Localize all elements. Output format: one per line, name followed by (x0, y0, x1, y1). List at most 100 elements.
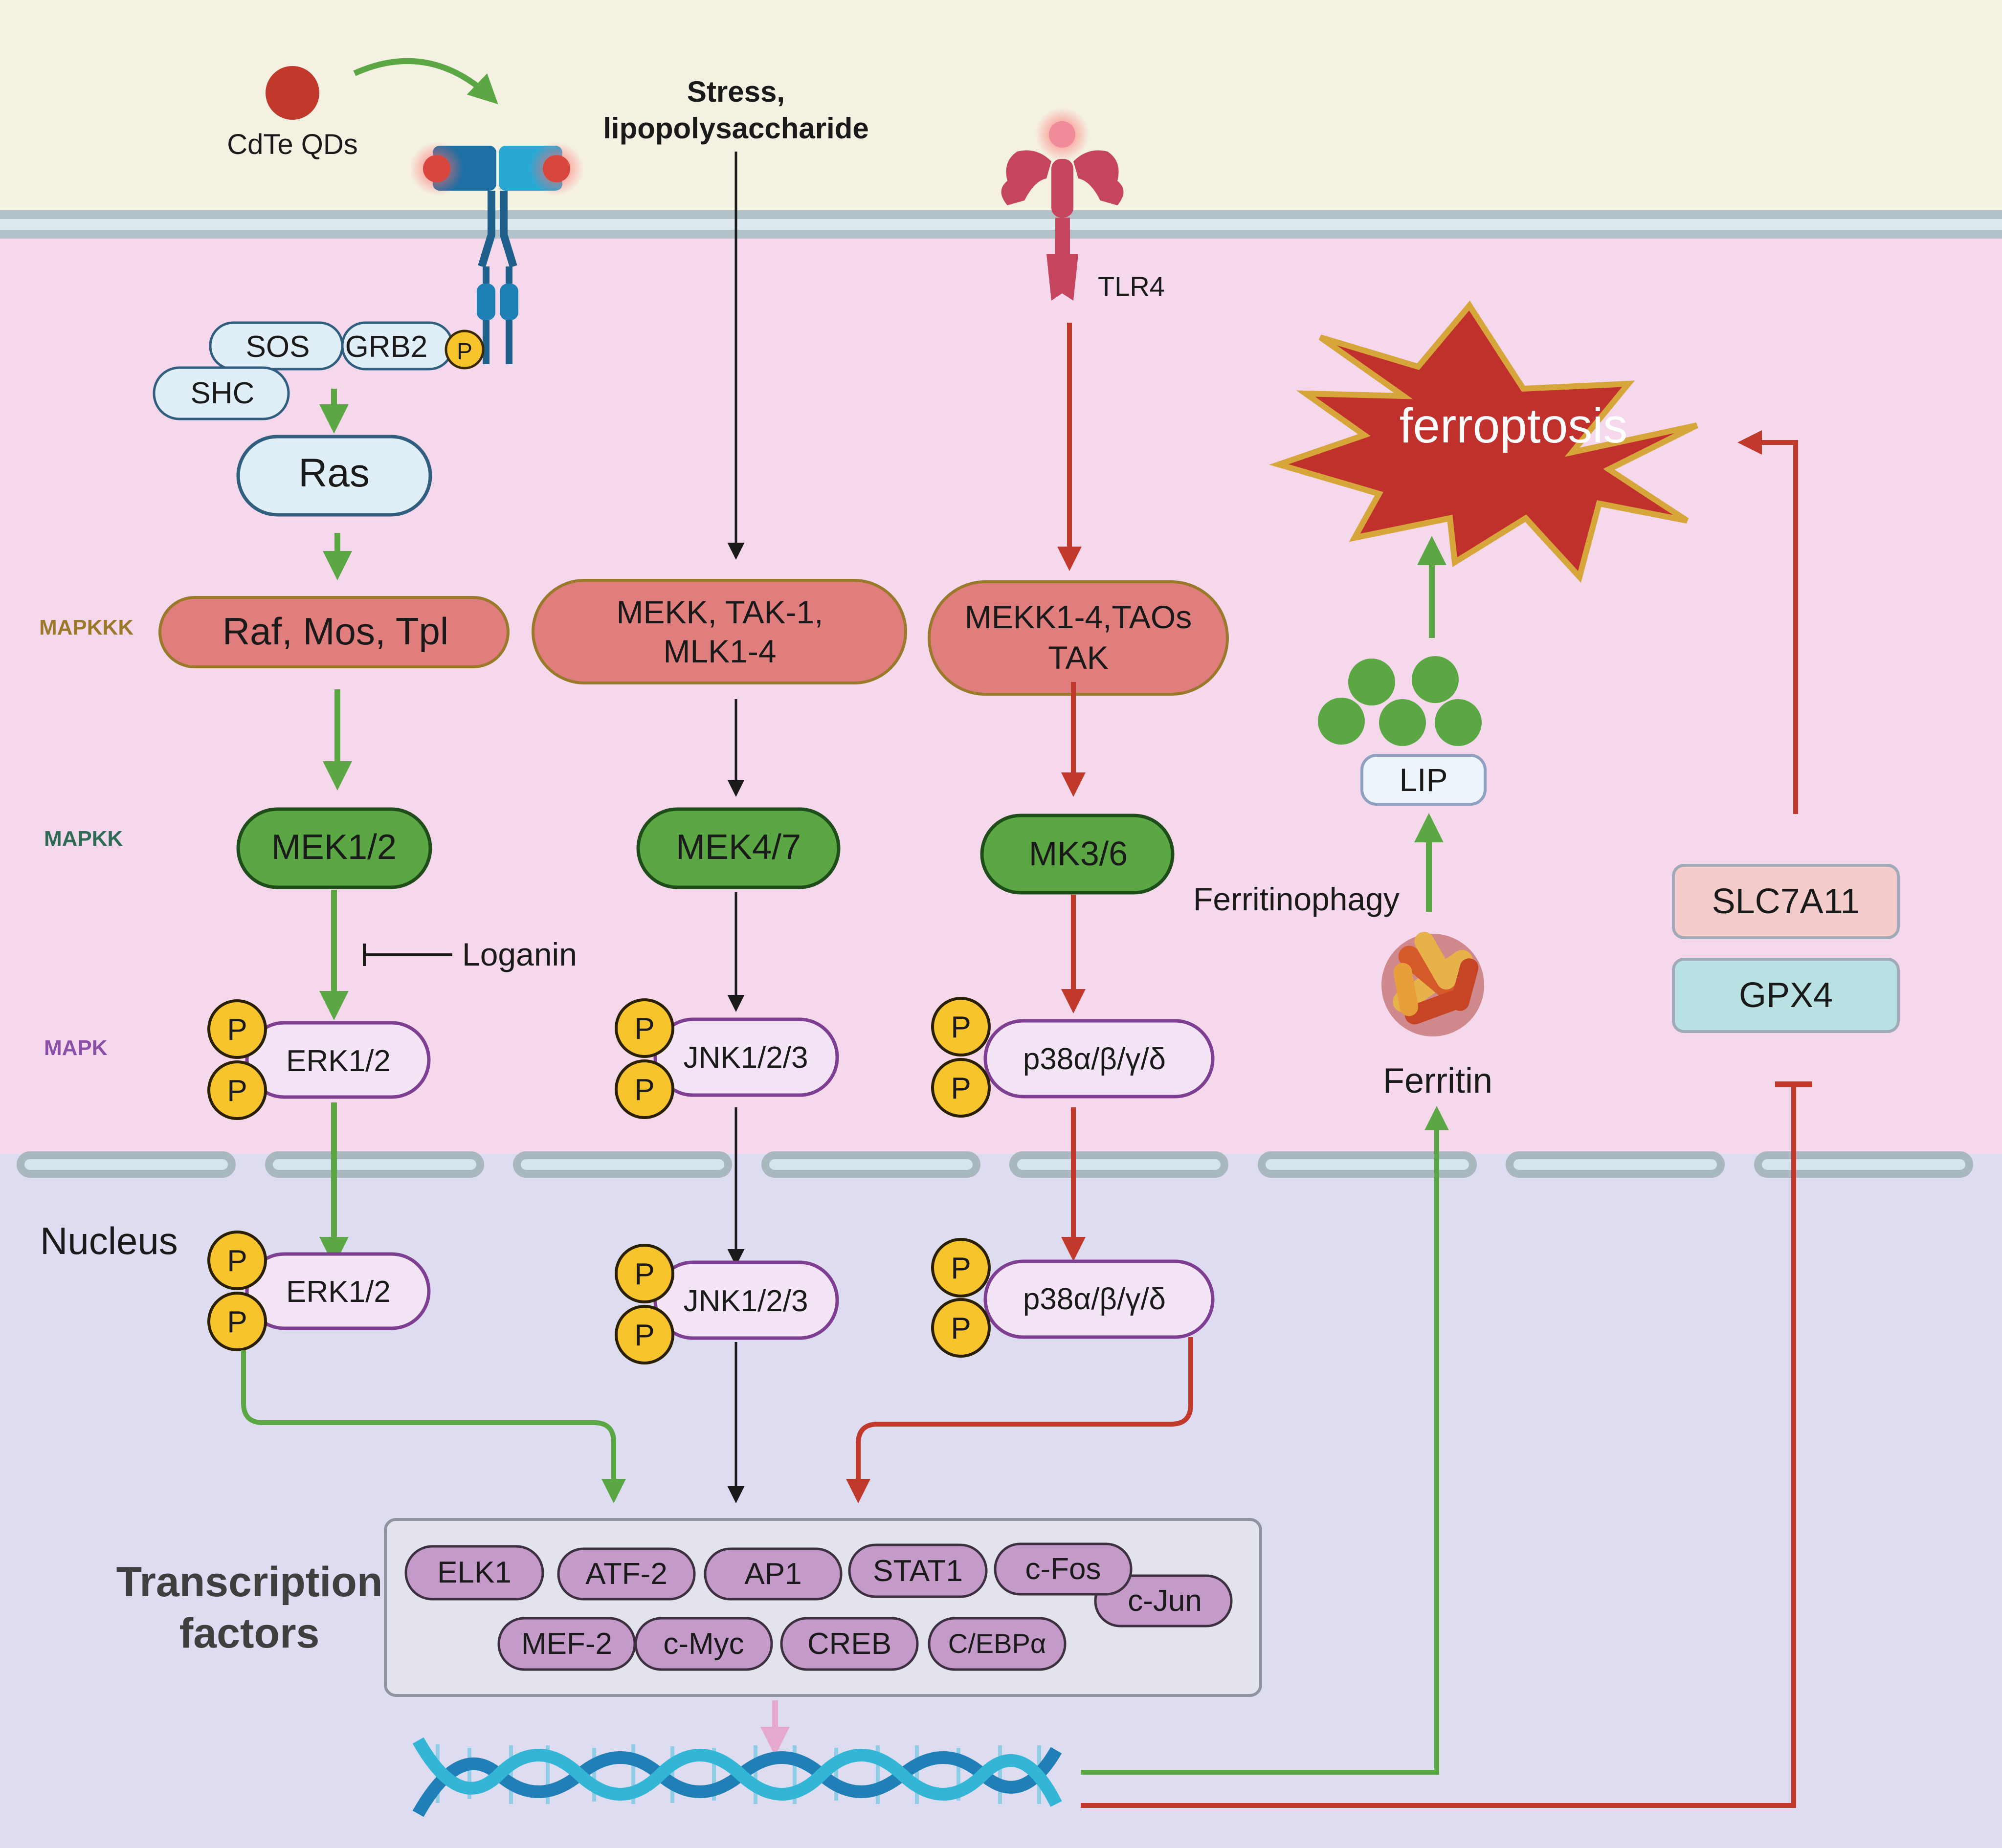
p38-nucleus-node (983, 1259, 1215, 1339)
p38-cyto-phospho-2-label: P (951, 1072, 971, 1105)
inhibit-dna-slc7a11-gpx4 (1081, 1084, 1796, 1808)
p38-cyto-phospho-1 (931, 997, 991, 1056)
iron-pool (1318, 656, 1482, 746)
raf-mos-tpl-node (158, 596, 510, 668)
stress-label: Stress, (687, 75, 785, 108)
mek47-label: MEK4/7 (676, 828, 801, 867)
mapkkk-level-label: MAPKKK (39, 616, 133, 639)
cdte-qds-label: CdTe QDs (227, 129, 358, 160)
jnk-nucleus-label: JNK1/2/3 (683, 1284, 808, 1318)
grb2-phospho-label: P (457, 339, 472, 365)
dna-helix (412, 1737, 1062, 1817)
transcription-title-line1: Transcription (116, 1559, 383, 1606)
tf-pill-cfos: c-Fos (994, 1542, 1133, 1596)
jnk-nuc-phospho-1-label: P (634, 1257, 654, 1291)
erk12-nucleus-label: ERK1/2 (286, 1275, 391, 1309)
tf-pill-mef2: MEF-2 (497, 1617, 636, 1671)
arrow-slc7a11-ferroptosis (1737, 430, 1798, 814)
binding-arrow (353, 58, 498, 105)
tf-pill-cjun: c-Jun (1094, 1574, 1233, 1628)
raf-mos-tpl-label: Raf, Mos, Tpl (222, 610, 448, 653)
jnk-nuc-phospho-1 (615, 1244, 674, 1303)
nucleus-label: Nucleus (40, 1219, 178, 1262)
mapk-level-label: MAPK (44, 1036, 108, 1060)
tf-label-ap1: AP1 (744, 1557, 801, 1591)
slc7a11-label: SLC7A11 (1712, 882, 1860, 921)
tf-label-cmyc: c-Myc (663, 1627, 744, 1661)
tf-pill-atf2: ATF-2 (557, 1547, 696, 1601)
jnk-cyto-phospho-1 (615, 998, 674, 1058)
mek12-label: MEK1/2 (271, 828, 397, 867)
gpx4-node (1672, 958, 1900, 1033)
mlk14-label: MLK1-4 (663, 633, 776, 669)
shc-label: SHC (191, 376, 255, 410)
sos-label: SOS (246, 330, 310, 364)
grb2-phospho (445, 330, 485, 370)
jnk-nuc-phospho-2-label: P (634, 1319, 654, 1352)
erk12-nucleus-node (245, 1252, 431, 1330)
jnk-cyto-phospho-2-label: P (634, 1073, 654, 1107)
ferritin-icon (1381, 932, 1484, 1036)
slc7a11-node (1672, 864, 1900, 939)
ferritin-label: Ferritin (1383, 1061, 1492, 1100)
jnk-cytoplasm-label: JNK1/2/3 (683, 1041, 808, 1075)
erk12-cytoplasm-node (245, 1021, 431, 1099)
erk12-cytoplasm-label: ERK1/2 (286, 1044, 391, 1078)
tlr4-label: TLR4 (1098, 271, 1165, 302)
erk-cyto-phospho-1-label: P (227, 1013, 247, 1047)
erk-nuc-phospho-2-label: P (227, 1305, 247, 1339)
mk36-node (980, 814, 1175, 895)
erk-cyto-phospho-2 (207, 1060, 267, 1120)
mekk14-taos-label: MEKK1-4,TAOs (965, 599, 1192, 635)
p38-nuc-phospho-1 (931, 1238, 991, 1298)
ferritinophagy-label: Ferritinophagy (1193, 881, 1400, 917)
p38-nuc-phospho-1-label: P (951, 1252, 971, 1285)
tf-label-mef2: MEF-2 (521, 1627, 612, 1661)
p38-nuc-phospho-2 (931, 1298, 991, 1358)
erk-nuc-phospho-1 (207, 1231, 267, 1290)
tf-pill-cmyc: c-Myc (634, 1617, 773, 1671)
tf-label-creb: CREB (807, 1627, 891, 1661)
arrow-p38-tf (846, 1337, 1193, 1503)
tf-label-cfos: c-Fos (1025, 1552, 1101, 1586)
plasma-membrane (0, 210, 2002, 239)
p38-cyto-phospho-1-label: P (951, 1011, 971, 1044)
p38-cyto-phospho-2 (931, 1058, 991, 1118)
p38-cytoplasm-node (983, 1019, 1215, 1099)
lip-node (1360, 754, 1487, 806)
jnk-cyto-phospho-1-label: P (634, 1012, 654, 1046)
gpx4-label: GPX4 (1739, 976, 1833, 1015)
extracellular-space (0, 0, 2002, 218)
jnk-cytoplasm-node (653, 1017, 839, 1097)
arrow-dna-ferritin (1081, 1106, 1449, 1775)
tf-pill-cebpa: C/EBPα (928, 1617, 1067, 1671)
mek12-node (236, 807, 432, 889)
erk-cyto-phospho-2-label: P (227, 1074, 247, 1108)
mekk14-taos-tak-node (928, 580, 1229, 696)
ras-node (236, 435, 432, 517)
mekk-tak1-mlk-node (532, 579, 907, 684)
jnk-nuc-phospho-2 (615, 1305, 674, 1364)
mekk-tak1-label: MEKK, TAK-1, (616, 594, 823, 630)
cdte-qd-particle (266, 66, 319, 120)
lip-label: LIP (1399, 762, 1447, 798)
loganin-label: Loganin (462, 936, 577, 972)
mapkk-level-label: MAPKK (44, 827, 123, 851)
tf-label-stat1: STAT1 (873, 1554, 963, 1588)
lipopolysaccharide-label: lipopolysaccharide (603, 112, 869, 145)
erk-nuc-phospho-2 (207, 1292, 267, 1351)
tf-label-cjun: c-Jun (1128, 1584, 1202, 1618)
tf-pill-stat1: STAT1 (848, 1543, 988, 1598)
ferroptosis-burst (1269, 300, 1698, 583)
erk-cyto-phospho-1 (207, 999, 267, 1059)
tf-pill-creb: CREB (780, 1617, 919, 1671)
p38-nuc-phospho-2-label: P (951, 1312, 971, 1345)
tf-pill-elk1: ELK1 (404, 1545, 544, 1601)
erk-nuc-phospho-1-label: P (227, 1244, 247, 1278)
receptor-tyrosine-kinase (410, 142, 583, 364)
p38-cytoplasm-label: p38α/β/γ/δ (1023, 1042, 1166, 1076)
tlr4-receptor (1001, 108, 1124, 301)
tf-label-atf2: ATF-2 (585, 1557, 667, 1591)
tf-label-elk1: ELK1 (437, 1556, 512, 1589)
